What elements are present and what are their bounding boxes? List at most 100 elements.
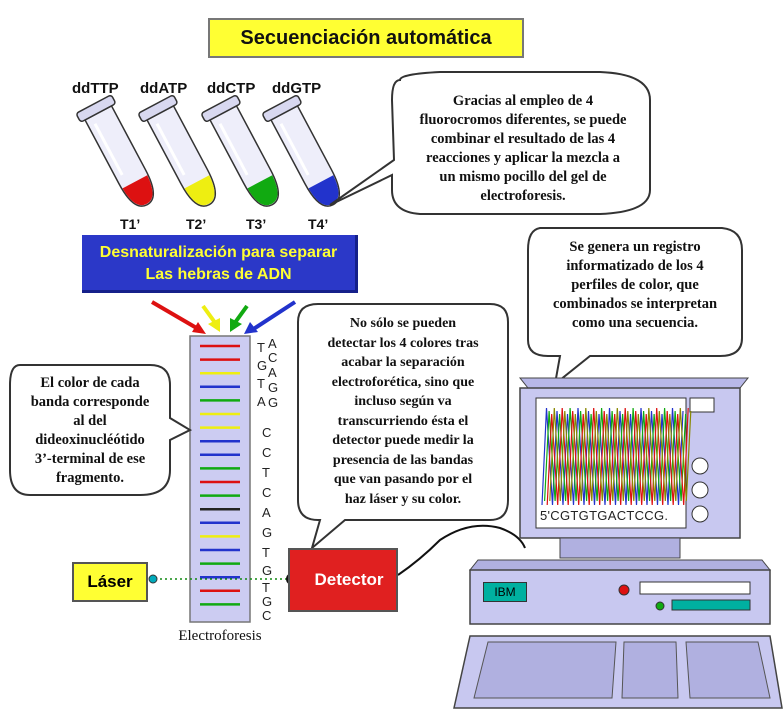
tube-3 (262, 95, 341, 207)
bubble-detector-line: haz láser y su color. (344, 491, 462, 507)
seq-left-letter: T (257, 376, 265, 391)
bubble-registro-line: informatizado de los 4 (566, 258, 704, 274)
bubble-color-line: fragmento. (55, 470, 125, 486)
seq-right-letter: T (262, 465, 270, 480)
seq-left-letter: A (257, 394, 266, 409)
tube-cap (262, 95, 302, 122)
monitor-knob-2 (691, 481, 709, 499)
tube-shine (155, 123, 186, 176)
tube-cap (201, 95, 241, 122)
gel-strip (189, 335, 251, 623)
keyboard-keys-left (473, 641, 617, 699)
bubble-registro-line: Se genera un registro (569, 239, 701, 255)
bubble-detector-line: que van pasando por el (333, 472, 473, 487)
bubble-fluoro-line: reacciones y aplicar la mezcla a (426, 150, 620, 166)
arrow-blue-head (244, 322, 258, 334)
keyboard-keys-right (685, 641, 771, 699)
bubble-registro-line: como una secuencia. (571, 315, 699, 331)
laser-aperture (148, 574, 158, 584)
tube-cap (76, 95, 116, 122)
bubble-fluoro-line: electroforesis. (480, 188, 566, 204)
tube-body (270, 104, 341, 207)
bubble-detector-line: presencia de las bandas (332, 452, 474, 468)
bubble-fluoro-shape (329, 71, 651, 215)
bubble-color-line: 3’-terminal de ese (34, 451, 146, 467)
detector-label: Detector (314, 570, 384, 589)
tubes-group (76, 95, 341, 207)
screen-sequence: 5'CGTGTGACTCCG. (540, 508, 669, 523)
seq-right-letter: G (262, 594, 273, 609)
tube-cap (138, 95, 178, 122)
arrow-red (150, 300, 202, 332)
diagram-title: Secuenciación automática (208, 18, 524, 58)
arrow-green-head (230, 318, 242, 332)
tube-body (146, 104, 217, 207)
tube-liquid (122, 175, 153, 206)
bubble-detector-line: acabar la separación (341, 355, 465, 370)
bubble-detector-text: No sólo se pueden detectar los 4 colores… (300, 314, 506, 509)
bubble-color-shape (9, 364, 193, 496)
tube-tag-t3: T3’ (246, 216, 267, 232)
seq-right-letter: C (268, 350, 278, 365)
cpu-led-green (655, 601, 665, 611)
seq-right-letter: T (262, 545, 270, 560)
tube-0 (76, 95, 155, 207)
bubble-detector-shape (297, 303, 509, 551)
monitor-screen (535, 397, 687, 529)
bubble-detector-line: No sólo se pueden (349, 316, 457, 331)
tube-2 (201, 95, 280, 207)
bubble-detector-line: detector puede medir la (332, 433, 474, 448)
monitor-knob-1 (691, 457, 709, 475)
detector-cable (397, 524, 526, 576)
cpu-top (468, 559, 772, 571)
arrow-green (232, 304, 249, 326)
tube-shine (279, 123, 310, 176)
tube-body (84, 104, 155, 207)
cpu-power-light (618, 584, 630, 596)
detector-box: Detector (288, 548, 398, 612)
bubble-color-line: El color de cada (40, 375, 140, 391)
seq-right-letter: C (262, 608, 272, 623)
monitor-knob-3 (691, 505, 709, 523)
bubble-fluoro-line: combinar el resultado de las 4 (430, 131, 616, 147)
tube-tag-t2: T2’ (186, 216, 207, 232)
seq-right-letter: G (268, 380, 279, 395)
arrow-yellow-head (208, 318, 220, 332)
arrow-red-head (192, 322, 206, 334)
bubble-fluoro-line: Gracias al empleo de 4 (452, 93, 594, 109)
seq-right-letter: G (268, 395, 279, 410)
bubble-fluoro-text: Gracias al empleo de 4 fluorocromos dife… (400, 92, 646, 206)
electrophoresis-label: Electroforesis (178, 628, 262, 644)
cpu-drive-2 (671, 599, 751, 611)
monitor-top (518, 377, 750, 389)
keyboard-keys-mid (621, 641, 679, 699)
tube-liquid (184, 175, 215, 206)
tube-label-ddatp: ddATP (140, 80, 188, 97)
chromatogram-trace (549, 407, 692, 502)
bubble-registro-text: Se genera un registro informatizado de l… (530, 238, 740, 333)
seq-right-letter: A (268, 365, 277, 380)
bubble-detector-line: transcurriendo ésta el (337, 413, 469, 429)
laser-box: Láser (72, 562, 148, 602)
tube-liquid (308, 175, 339, 206)
bubble-color-line: dideoxinucléótido (35, 432, 145, 448)
tube-body (209, 104, 280, 207)
seq-right-letter: G (262, 563, 273, 578)
tube-shine (93, 123, 124, 176)
seq-right-letter: C (262, 445, 272, 460)
bubble-color-line: banda corresponde (30, 394, 150, 410)
tube-tag-t4: T4’ (308, 216, 329, 232)
tube-liquid (247, 175, 278, 206)
seq-left-letter: T (257, 340, 265, 355)
seq-right-letter: C (262, 485, 272, 500)
denaturation-box: Desnaturalización para separar Las hebra… (82, 235, 358, 293)
bubble-detector-line: electroforética, sino que (331, 374, 475, 390)
bubble-detector-line: incluso según va (354, 394, 452, 409)
chromatogram-traces (541, 407, 692, 506)
cpu-drive-1 (639, 581, 751, 595)
tube-label-ddgtp: ddGTP (272, 80, 322, 97)
bubble-registro-line: perfiles de color, que (571, 277, 699, 293)
monitor-stand (559, 537, 681, 559)
bubble-fluoro-line: un mismo pocillo del gel de (439, 169, 607, 185)
